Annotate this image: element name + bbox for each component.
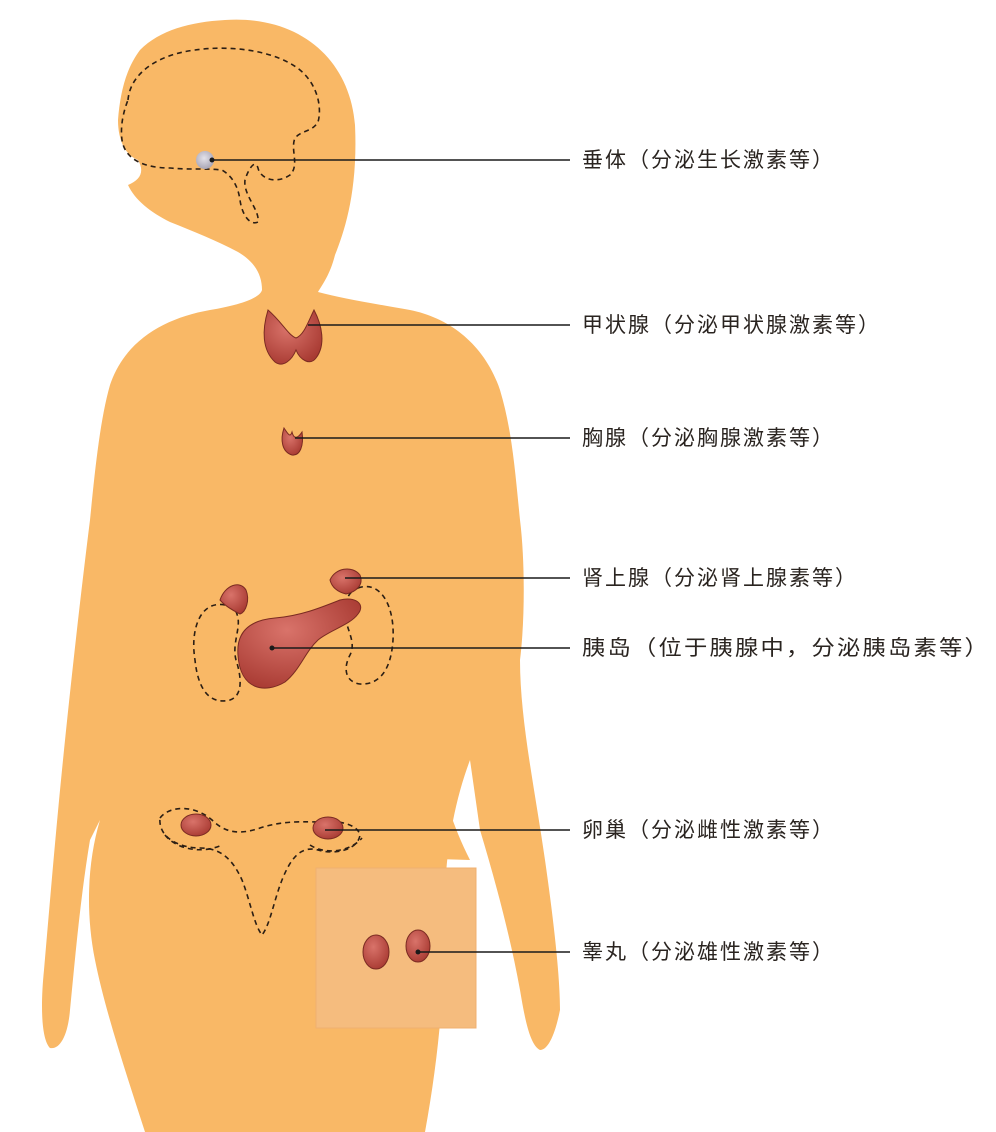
leader-dot-islets [270,646,275,651]
inset-panel [316,868,476,1028]
right-testis [406,930,430,962]
label-islets: 胰岛（位于胰腺中，分泌胰岛素等） [582,636,990,660]
left-ovary [181,814,211,836]
label-thyroid: 甲状腺（分泌甲状腺激素等） [582,313,881,337]
label-pituitary: 垂体（分泌生长激素等） [582,148,835,172]
label-adrenal: 肾上腺（分泌肾上腺素等） [582,566,858,590]
label-ovary: 卵巢（分泌雌性激素等） [582,818,835,842]
body-silhouette [42,20,560,1132]
left-testis [363,935,389,969]
torso [150,520,470,860]
leader-dot-testis [416,950,421,955]
label-testis: 睾丸（分泌雄性激素等） [582,940,835,964]
label-thymus: 胸腺（分泌胸腺激素等） [582,426,835,450]
labels: 垂体（分泌生长激素等） 甲状腺（分泌甲状腺激素等） 胸腺（分泌胸腺激素等） 肾上… [582,148,990,964]
right-ovary [313,817,343,839]
leader-dot-pituitary [210,158,215,163]
